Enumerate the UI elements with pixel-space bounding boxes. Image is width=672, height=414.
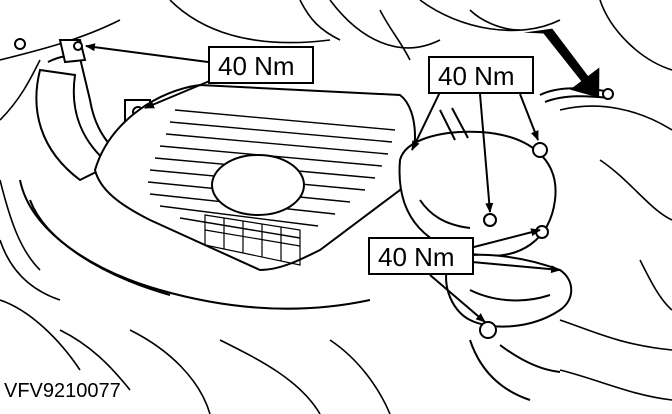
- bold-arrow: [523, 28, 600, 98]
- bolt-detail: [14, 38, 26, 50]
- lower-clamp: [445, 253, 573, 401]
- torque-callout-top-left: 40 Nm: [208, 46, 314, 84]
- heat-shield: [93, 83, 416, 272]
- right-converter-flange: [398, 107, 557, 257]
- leader-lines: [85, 43, 561, 323]
- torque-callout-top-right: 40 Nm: [428, 56, 534, 94]
- lower-body-outline: [19, 179, 371, 310]
- figure-code: VFV9210077: [4, 380, 121, 402]
- torque-callout-lower-right: 40 Nm: [368, 237, 474, 275]
